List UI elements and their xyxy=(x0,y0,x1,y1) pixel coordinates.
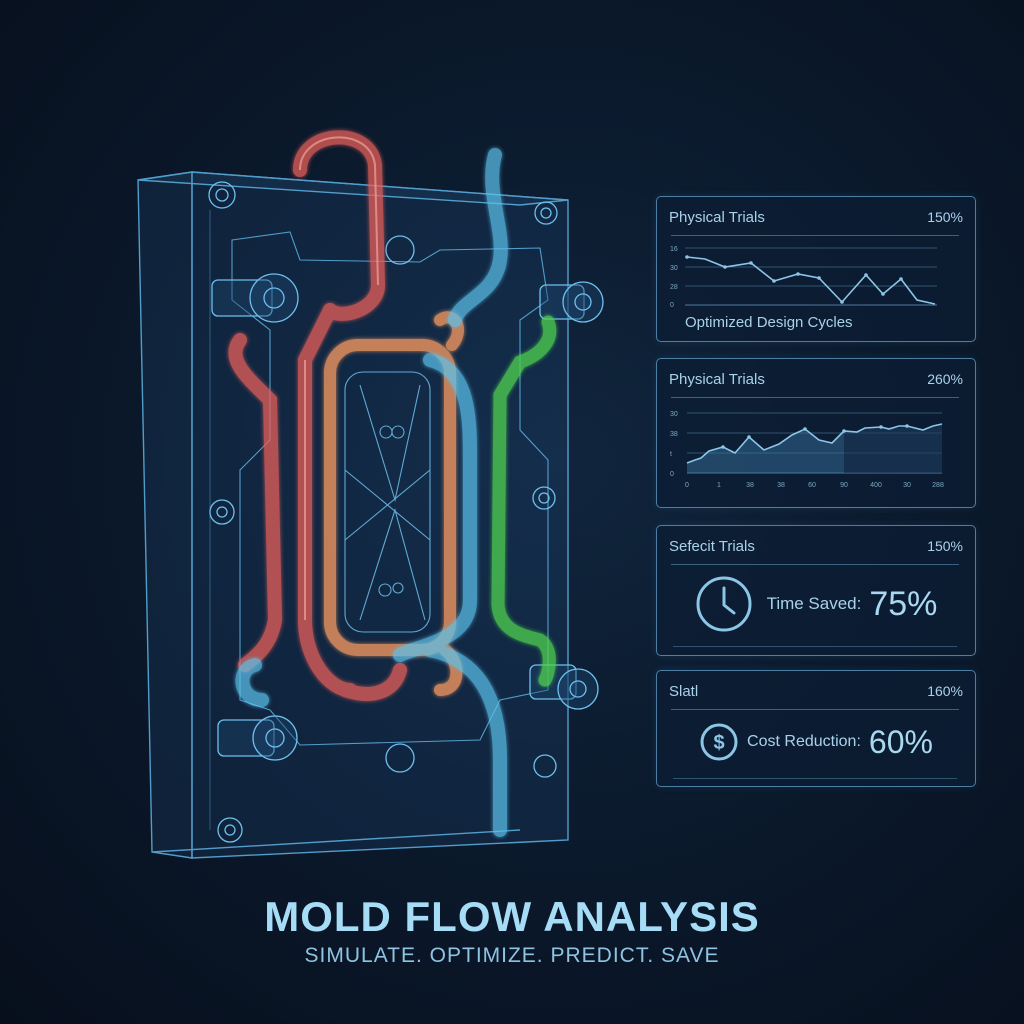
svg-text:$: $ xyxy=(713,732,724,754)
x-tick: 30 xyxy=(903,482,911,489)
x-tick: 288 xyxy=(932,482,944,489)
panel-title: Sefecit Trials xyxy=(669,537,755,555)
mold-block xyxy=(137,171,569,859)
y-tick: 0 xyxy=(670,471,674,478)
flow-channel-blue xyxy=(235,148,508,837)
page-title: MOLD FLOW ANALYSIS xyxy=(264,893,760,940)
panel-time-saved: Sefecit Trials 150% Time Saved: 75% xyxy=(656,525,976,656)
panel-title: Slatl xyxy=(669,682,699,700)
panel-physical-trials-2: Physical Trials 260% 30 38 t 0 0 1 38 38 xyxy=(656,358,976,508)
metric-label: Time Saved: xyxy=(766,594,862,613)
metric-label: Cost Reduction: xyxy=(747,733,861,750)
panel-percent: 260% xyxy=(927,371,963,387)
panel-divider xyxy=(671,709,959,710)
flow-channel-green xyxy=(491,315,557,687)
panel-title: Physical Trials xyxy=(669,370,765,388)
x-tick: 90 xyxy=(840,482,848,489)
bolt-holes xyxy=(208,181,558,843)
y-tick: 38 xyxy=(670,431,678,438)
cavity-wireframe xyxy=(344,371,431,633)
y-tick: t xyxy=(670,451,672,458)
clock-icon xyxy=(696,576,752,632)
series-line xyxy=(686,256,936,305)
panel-divider xyxy=(671,397,959,398)
chart-footer-label: Optimized Design Cycles xyxy=(685,314,853,331)
panel-percent: 150% xyxy=(927,538,963,554)
x-tick: 0 xyxy=(685,482,689,489)
y-tick: 30 xyxy=(670,265,678,272)
y-tick: 16 xyxy=(670,246,678,253)
dollar-icon: $ xyxy=(700,723,738,761)
metric-value: 75% xyxy=(869,584,938,623)
ejector-pins xyxy=(211,273,604,761)
metric-value: 60% xyxy=(868,723,933,760)
panel-physical-trials-1: Physical Trials 150% 16 30 28 0 Optimize… xyxy=(656,196,976,342)
y-tick: 30 xyxy=(670,411,678,418)
x-tick: 38 xyxy=(777,482,785,489)
x-tick: 38 xyxy=(746,482,754,489)
panel-title: Physical Trials xyxy=(669,208,765,226)
x-tick: 60 xyxy=(808,482,816,489)
y-tick: 28 xyxy=(670,284,678,291)
page-subtitle: SIMULATE. OPTIMIZE. PREDICT. SAVE xyxy=(304,944,720,967)
x-tick: 400 xyxy=(870,482,882,489)
x-tick: 1 xyxy=(717,482,721,489)
panel-divider xyxy=(671,564,959,565)
panel-percent: 150% xyxy=(927,209,963,225)
y-tick: 0 xyxy=(670,302,674,307)
area-chart-trials: 30 38 t 0 0 1 38 38 60 90 400 30 288 xyxy=(670,411,944,489)
line-chart-design-cycles: 16 30 28 0 xyxy=(670,246,937,307)
panel-divider xyxy=(673,646,957,647)
panel-divider xyxy=(673,778,957,779)
series-line xyxy=(686,423,943,464)
panel-divider xyxy=(671,235,959,236)
panel-percent: 160% xyxy=(927,683,963,699)
panel-cost-reduction: Slatl 160% $ Cost Reduction: 60% xyxy=(656,670,976,787)
